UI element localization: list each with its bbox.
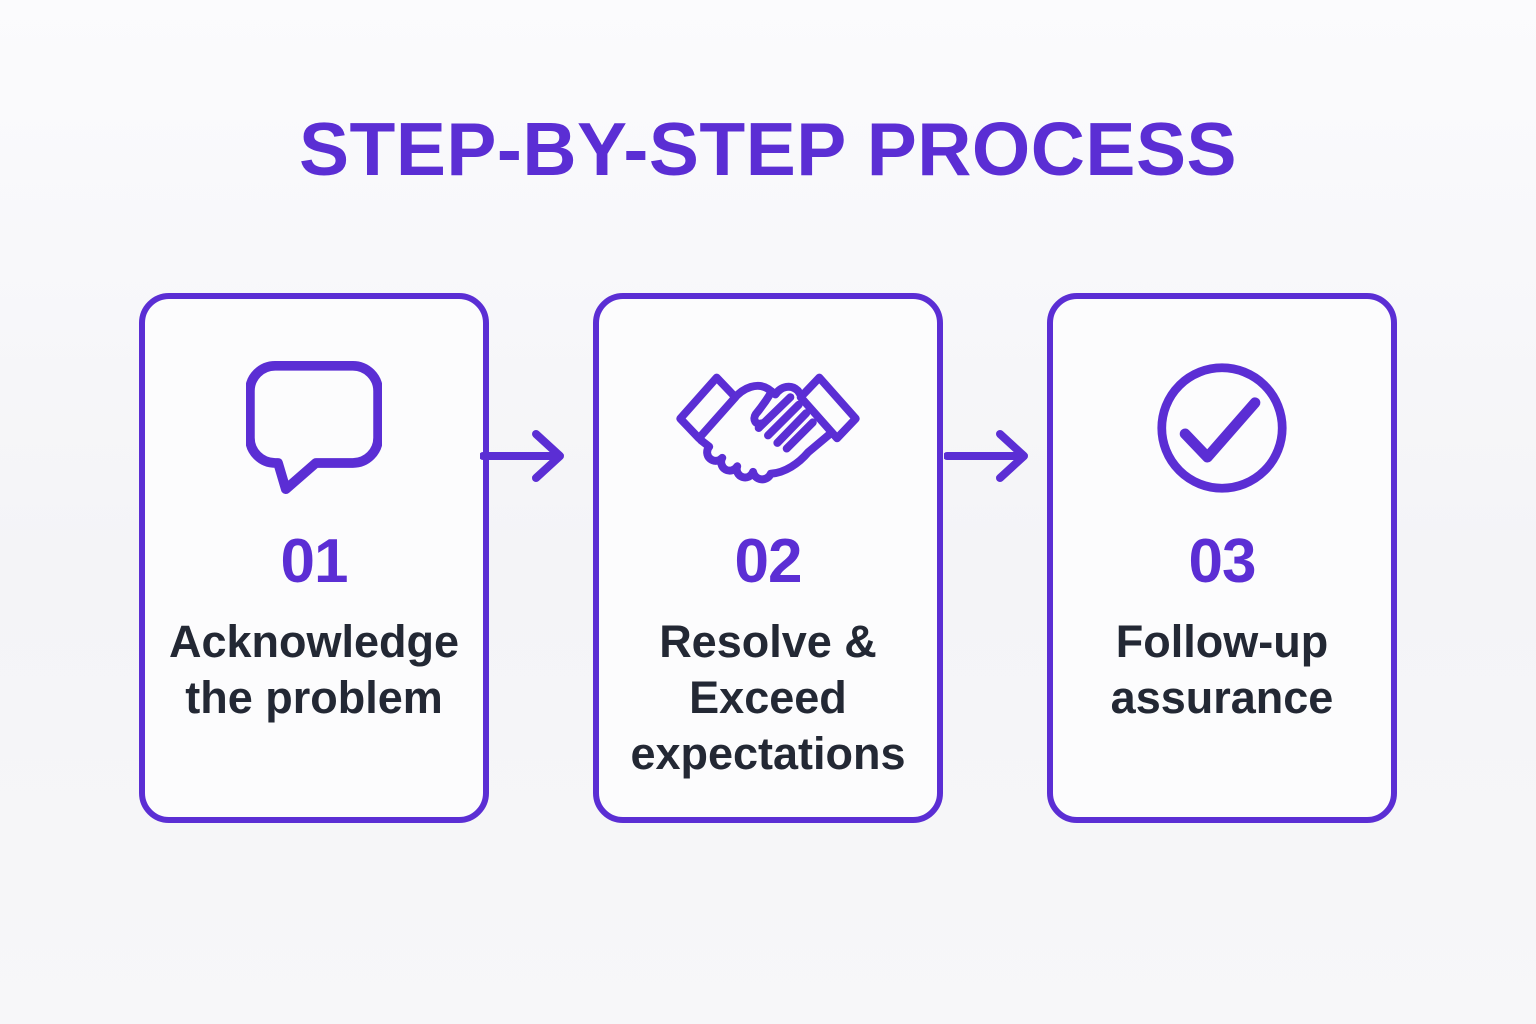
step-1-icon-wrap (246, 355, 382, 500)
steps-row: 01 Acknowledge the problem (0, 293, 1536, 823)
step-3-icon-wrap (1154, 355, 1290, 500)
right-arrow-icon (944, 420, 1036, 492)
page-title: STEP-BY-STEP PROCESS (298, 107, 1237, 191)
step-number: 01 (280, 527, 349, 596)
handshake-icon (669, 358, 867, 498)
step-card-2: 02 Resolve & Exceed expectations (593, 293, 943, 823)
speech-bubble-icon (246, 358, 382, 498)
step-2-icon-wrap (669, 355, 867, 500)
step-number: 02 (734, 527, 803, 596)
step-label: Acknowledge the problem (168, 616, 460, 723)
right-arrow-icon (480, 420, 572, 492)
step-card-3: 03 Follow-up assurance (1047, 293, 1397, 823)
step-label: Resolve & Exceed expectations (630, 616, 906, 779)
step-number: 03 (1188, 527, 1257, 596)
step-card-1: 01 Acknowledge the problem (139, 293, 489, 823)
step-label: Follow-up assurance (1110, 616, 1334, 723)
check-circle-icon (1154, 360, 1290, 496)
